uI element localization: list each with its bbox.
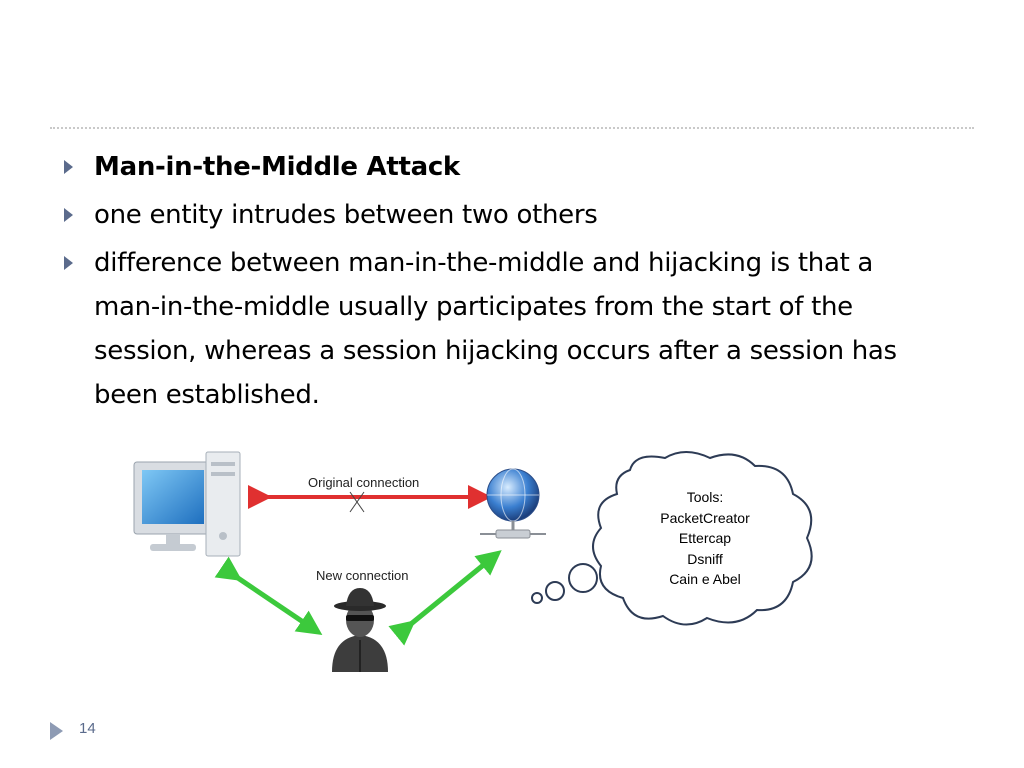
bullet-list: Man-in-the-Middle Attack one entity intr… xyxy=(60,145,940,421)
page-number: 14 xyxy=(79,720,96,737)
bullet-arrow-icon xyxy=(64,256,73,270)
bullet-item: Man-in-the-Middle Attack xyxy=(60,145,940,189)
bullet-text: difference between man-in-the-middle and… xyxy=(94,248,897,410)
title-divider xyxy=(50,127,974,129)
bullet-item: one entity intrudes between two others xyxy=(60,193,940,237)
footer-arrow-icon xyxy=(50,722,63,740)
bullet-item: difference between man-in-the-middle and… xyxy=(60,241,940,417)
tool-item: Dsniff xyxy=(687,550,723,567)
bullet-arrow-icon xyxy=(64,208,73,222)
new-connection-arrow-left xyxy=(214,556,323,635)
bullet-text: one entity intrudes between two others xyxy=(94,200,598,230)
cut-icon xyxy=(349,491,365,513)
tools-list: Tools: PacketCreator Ettercap Dsniff Cai… xyxy=(615,487,795,590)
new-connection-arrow-right xyxy=(388,550,502,646)
bullet-text: Man-in-the-Middle Attack xyxy=(94,152,460,182)
original-connection-label: Original connection xyxy=(308,475,419,490)
mitm-diagram: Original connection New connection xyxy=(133,451,546,672)
tool-item: Cain e Abel xyxy=(669,571,741,587)
bullet-arrow-icon xyxy=(64,160,73,174)
computer-icon xyxy=(133,451,241,557)
tool-item: Ettercap xyxy=(678,530,732,546)
thought-cloud xyxy=(531,451,813,626)
new-connection-label: New connection xyxy=(316,568,409,583)
tool-item: PacketCreator xyxy=(660,509,750,526)
attacker-icon xyxy=(332,588,388,672)
globe-server-icon xyxy=(480,468,546,539)
tools-heading: Tools: xyxy=(686,489,724,505)
